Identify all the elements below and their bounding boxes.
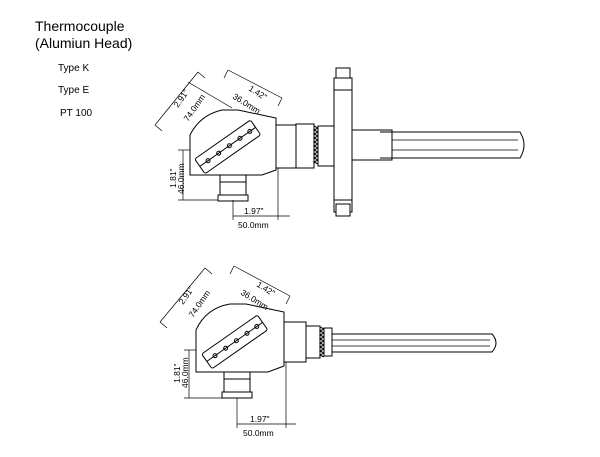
length-mm-2: 50.0mm: [243, 428, 274, 438]
head-width-in: 2.91": [171, 87, 190, 109]
probe-sheath-2: [332, 333, 497, 353]
dim-head-depth: 1.42" 36.0mm: [223, 69, 283, 116]
diagram-flanged: 2.91" 74.0mm 1.42" 36.0mm 1.81" 46.0mm 1…: [154, 67, 525, 230]
dim-length: 1.97" 50.0mm: [232, 168, 290, 230]
pt100-label: PT 100: [60, 108, 93, 119]
height-in-2: 1.81": [172, 363, 182, 383]
type-k-label: Type K: [58, 63, 90, 74]
connection-head-2: [195, 303, 307, 399]
length-mm: 50.0mm: [238, 220, 269, 230]
dim-length-2: 1.97" 50.0mm: [236, 362, 296, 438]
height-mm-2: 46.0mm: [180, 357, 190, 388]
height-mm: 46.0mm: [176, 163, 186, 194]
length-in: 1.97": [244, 206, 264, 216]
probe-sheath: [351, 129, 525, 161]
flange: [333, 67, 353, 217]
title-line-2: (Alumiun Head): [35, 35, 133, 51]
diagram-threaded: 2.91" 74.0mm 1.42" 36.0mm 1.81" 46.0mm 1…: [159, 265, 497, 438]
length-in-2: 1.97": [250, 414, 270, 424]
thread-fitting-2: [305, 325, 333, 359]
height-in: 1.81": [168, 168, 178, 188]
thread-fitting: [295, 123, 335, 169]
dim-height: 1.81" 46.0mm: [168, 149, 218, 201]
type-e-label: Type E: [58, 85, 90, 96]
title-line-1: Thermocouple: [35, 18, 125, 34]
dim-height-2: 1.81" 46.0mm: [172, 349, 222, 399]
connection-head: [189, 109, 297, 202]
